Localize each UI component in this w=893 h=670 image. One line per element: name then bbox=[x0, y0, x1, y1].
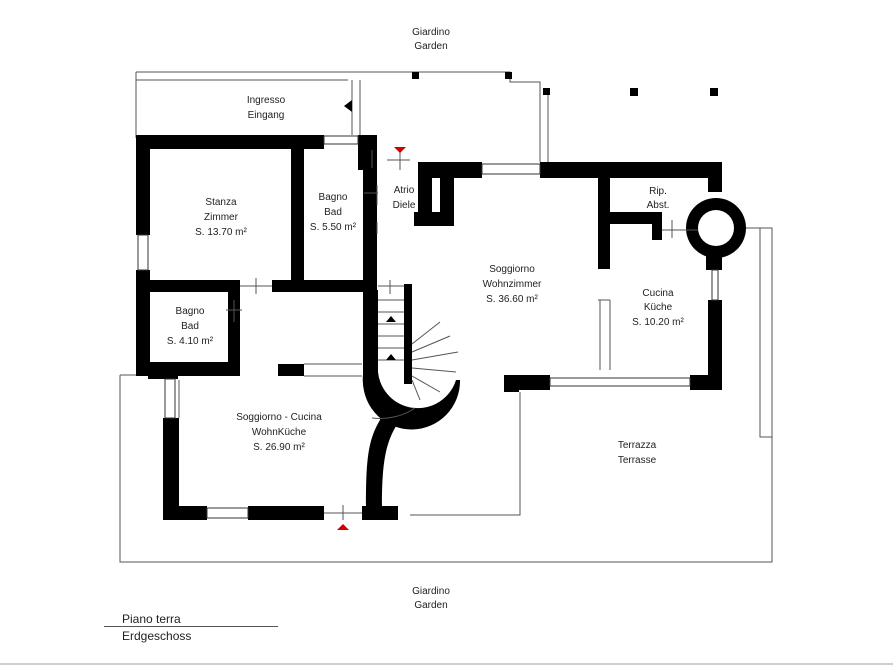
garden-top-label-2: Garden bbox=[414, 41, 447, 52]
garden-bottom-label-1: Giardino bbox=[412, 586, 450, 597]
room-terrazza-name-de: Terrasse bbox=[618, 455, 657, 466]
caption-rule bbox=[104, 626, 278, 627]
entrance-label-1: Ingresso bbox=[247, 95, 286, 106]
room-wohnkueche-name-de: WohnKüche bbox=[252, 427, 307, 438]
room-atrio-name-de: Diele bbox=[393, 200, 416, 211]
room-bagno1-name: Bagno bbox=[319, 192, 348, 203]
garden-posts bbox=[412, 72, 718, 96]
room-wohnkueche-name: Soggiorno - Cucina bbox=[236, 412, 322, 423]
plan-labels: Giardino Garden Ingresso Eingang Stanza … bbox=[167, 27, 685, 611]
floor-caption-de: Erdgeschoss bbox=[122, 629, 192, 643]
room-bagno2-area: S. 4.10 m² bbox=[167, 336, 214, 347]
garden-top-label-1: Giardino bbox=[412, 27, 450, 38]
room-bagno2-name-de: Bad bbox=[181, 321, 199, 332]
bottom-divider bbox=[0, 663, 893, 665]
room-cucina-name: Cucina bbox=[642, 288, 674, 299]
room-stanza-name: Stanza bbox=[205, 197, 237, 208]
room-soggiorno-area: S. 36.60 m² bbox=[486, 294, 538, 305]
round-tower bbox=[686, 198, 746, 270]
room-rip-name-de: Abst. bbox=[647, 200, 670, 211]
room-stanza-name-de: Zimmer bbox=[204, 212, 239, 223]
room-bagno2-name: Bagno bbox=[176, 306, 205, 317]
door-openings bbox=[178, 80, 698, 520]
garden-bottom-label-2: Garden bbox=[414, 600, 447, 611]
entrance-label-2: Eingang bbox=[248, 110, 285, 121]
room-bagno1-name-de: Bad bbox=[324, 207, 342, 218]
room-soggiorno-name-de: Wohnzimmer bbox=[483, 279, 542, 290]
walls bbox=[136, 135, 722, 520]
room-stanza-area: S. 13.70 m² bbox=[195, 227, 247, 238]
outer-boundary bbox=[119, 71, 773, 563]
room-soggiorno-name: Soggiorno bbox=[489, 264, 535, 275]
room-terrazza-name: Terrazza bbox=[618, 440, 657, 451]
room-cucina-area: S. 10.20 m² bbox=[632, 317, 684, 328]
entrance-markers bbox=[337, 147, 406, 530]
floor-caption-it: Piano terra bbox=[122, 612, 181, 626]
room-wohnkueche-area: S. 26.90 m² bbox=[253, 442, 305, 453]
staircase bbox=[362, 284, 461, 506]
windows bbox=[137, 135, 719, 519]
room-bagno1-area: S. 5.50 m² bbox=[310, 222, 357, 233]
room-cucina-name-de: Küche bbox=[644, 302, 673, 313]
room-rip-name: Rip. bbox=[649, 186, 667, 197]
room-atrio-name: Atrio bbox=[394, 185, 415, 196]
